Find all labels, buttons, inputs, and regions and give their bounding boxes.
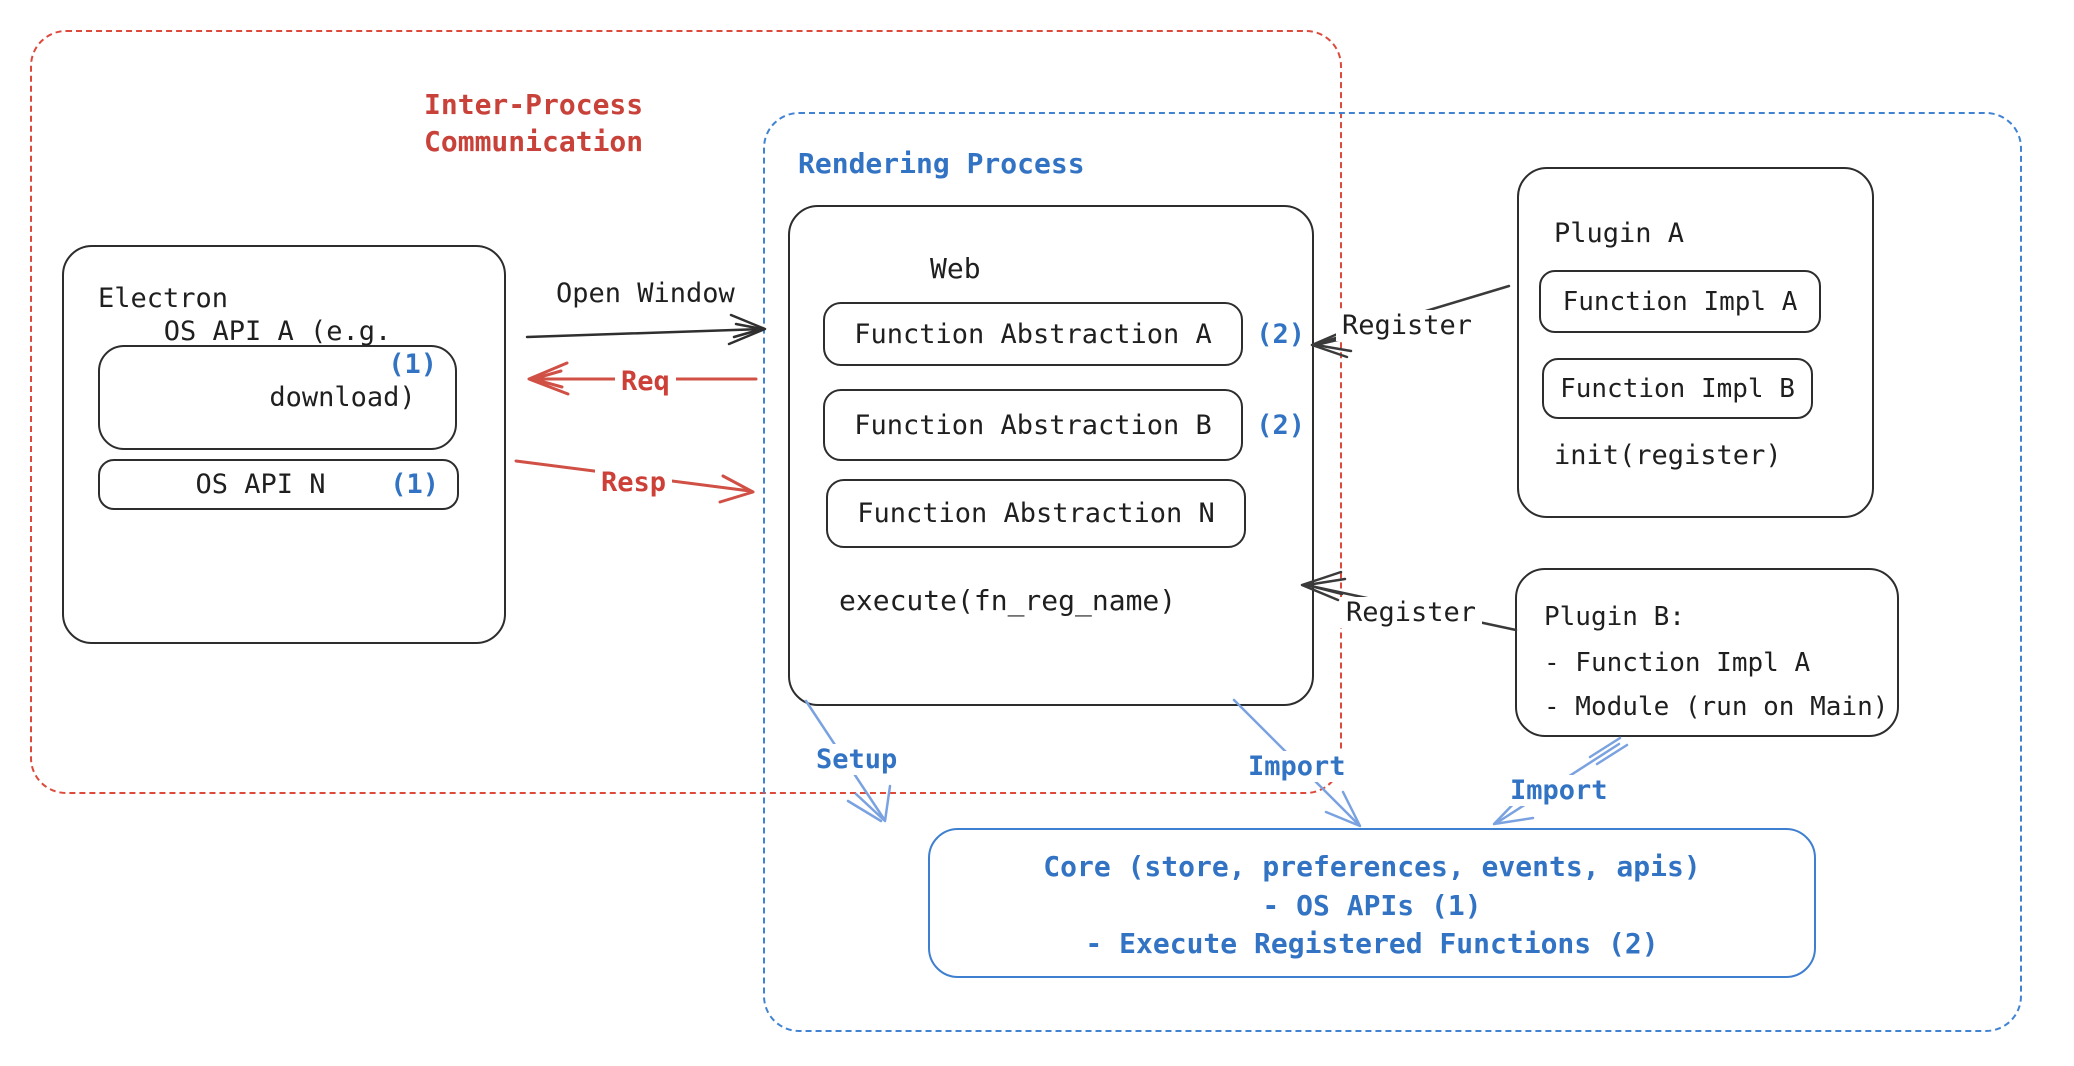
resp-label: Resp xyxy=(595,467,673,498)
open-window-label: Open Window xyxy=(550,278,741,309)
execute-label: execute(fn_reg_name) xyxy=(839,584,1177,617)
plugin-b-item-function-impl-a: - Function Impl A xyxy=(1544,648,1811,678)
os-api-n-label: OS API N xyxy=(195,469,326,500)
function-impl-a-box: Function Impl A xyxy=(1539,270,1821,333)
electron-box: Electron OS API A (e.g. download) (1) OS… xyxy=(62,245,506,644)
core-execute-line: - Execute Registered Functions (2) xyxy=(1085,927,1659,960)
os-api-a-line2: download) xyxy=(269,382,416,413)
function-abstraction-n-box: Function Abstraction N xyxy=(826,479,1246,548)
os-api-a-line1: OS API A (e.g. xyxy=(163,316,392,347)
function-abstraction-a-badge: (2) xyxy=(1256,318,1305,350)
function-abstraction-b-badge: (2) xyxy=(1256,409,1305,441)
plugin-b-box: Plugin B: - Function Impl A - Module (ru… xyxy=(1515,568,1899,737)
web-title: Web xyxy=(930,252,981,285)
function-impl-b-box: Function Impl B xyxy=(1542,358,1813,419)
ipc-line1: Inter-Process xyxy=(424,88,644,121)
register-bottom-label: Register xyxy=(1340,597,1483,628)
plugin-a-box: Plugin A Function Impl A Function Impl B… xyxy=(1517,167,1874,518)
os-api-a-box: OS API A (e.g. download) (1) xyxy=(98,316,457,450)
register-top-label: Register xyxy=(1336,310,1479,341)
core-os-apis-line: - OS APIs (1) xyxy=(1262,889,1482,922)
function-abstraction-b-label: Function Abstraction B xyxy=(854,409,1212,441)
req-label: Req xyxy=(615,366,676,397)
init-register-label: init(register) xyxy=(1554,440,1782,471)
os-api-n-badge: (1) xyxy=(390,469,439,500)
core-box: Core (store, preferences, events, apis) … xyxy=(928,828,1816,978)
rendering-process-label: Rendering Process xyxy=(798,147,1085,180)
os-api-a-badge: (1) xyxy=(388,349,437,380)
plugin-b-item-module: - Module (run on Main) xyxy=(1544,692,1889,722)
ipc-line2: Communication xyxy=(424,125,644,158)
core-title: Core (store, preferences, events, apis) xyxy=(1043,850,1701,883)
plugin-b-title: Plugin B: xyxy=(1544,602,1685,632)
web-box: Web Function Abstraction A (2) Function … xyxy=(788,205,1314,706)
import-plugin-b-label: Import xyxy=(1504,775,1614,806)
plugin-a-title: Plugin A xyxy=(1554,218,1685,249)
function-abstraction-n-label: Function Abstraction N xyxy=(857,498,1215,529)
function-abstraction-b-box: Function Abstraction B (2) xyxy=(823,389,1305,461)
setup-label: Setup xyxy=(810,744,904,775)
rendering-process-region-box xyxy=(763,112,2022,1032)
import-web-label: Import xyxy=(1242,751,1352,782)
electron-title: Electron xyxy=(98,283,229,314)
function-abstraction-a-box: Function Abstraction A (2) xyxy=(823,302,1305,366)
ipc-region-box xyxy=(30,30,1342,794)
function-abstraction-a-label: Function Abstraction A xyxy=(854,318,1212,350)
os-api-n-box: OS API N (1) xyxy=(98,459,459,510)
